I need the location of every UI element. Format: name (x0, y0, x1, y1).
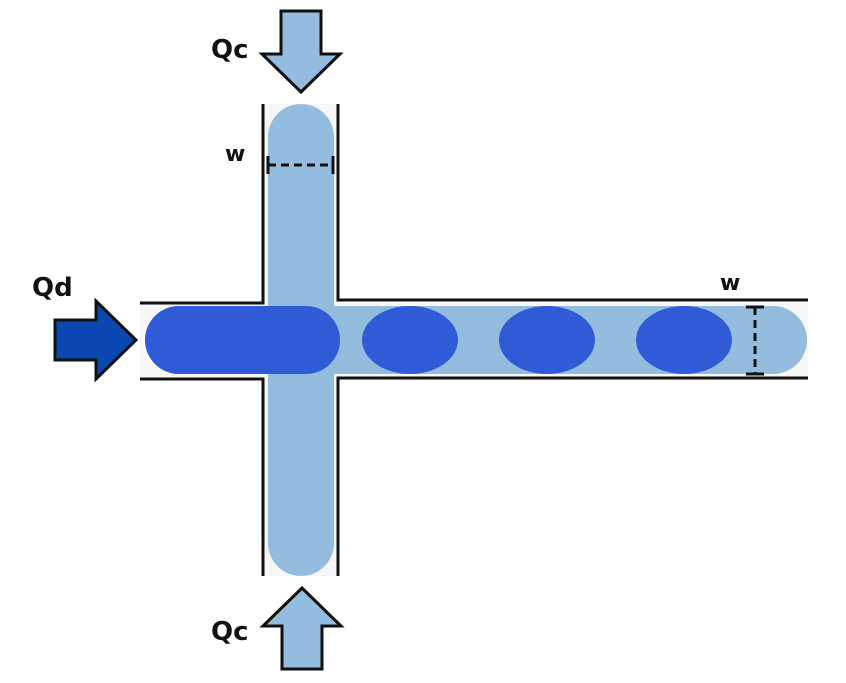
w-label-vertical: w (225, 142, 245, 167)
qc-bottom-label: Qc (211, 617, 249, 647)
w-label-horizontal: w (720, 271, 740, 296)
qc-bottom-arrow (259, 585, 345, 671)
qc-top-label: Qc (211, 35, 249, 65)
wall-top-left (140, 104, 265, 305)
droplet (499, 306, 595, 374)
droplets (145, 306, 732, 374)
qd-arrow (53, 297, 139, 383)
wall-bottom-left (140, 377, 265, 576)
width-marker-horizontal-channel (746, 305, 764, 376)
qd-label: Qd (32, 273, 73, 303)
droplet-forming (145, 306, 340, 374)
qc-top-arrow (258, 9, 344, 95)
droplet (362, 306, 458, 374)
width-marker-vertical-channel (266, 156, 335, 174)
droplet (636, 306, 732, 374)
channel-walls (140, 104, 808, 576)
wall-bottom-right (336, 376, 808, 576)
wall-top-right (336, 104, 808, 302)
